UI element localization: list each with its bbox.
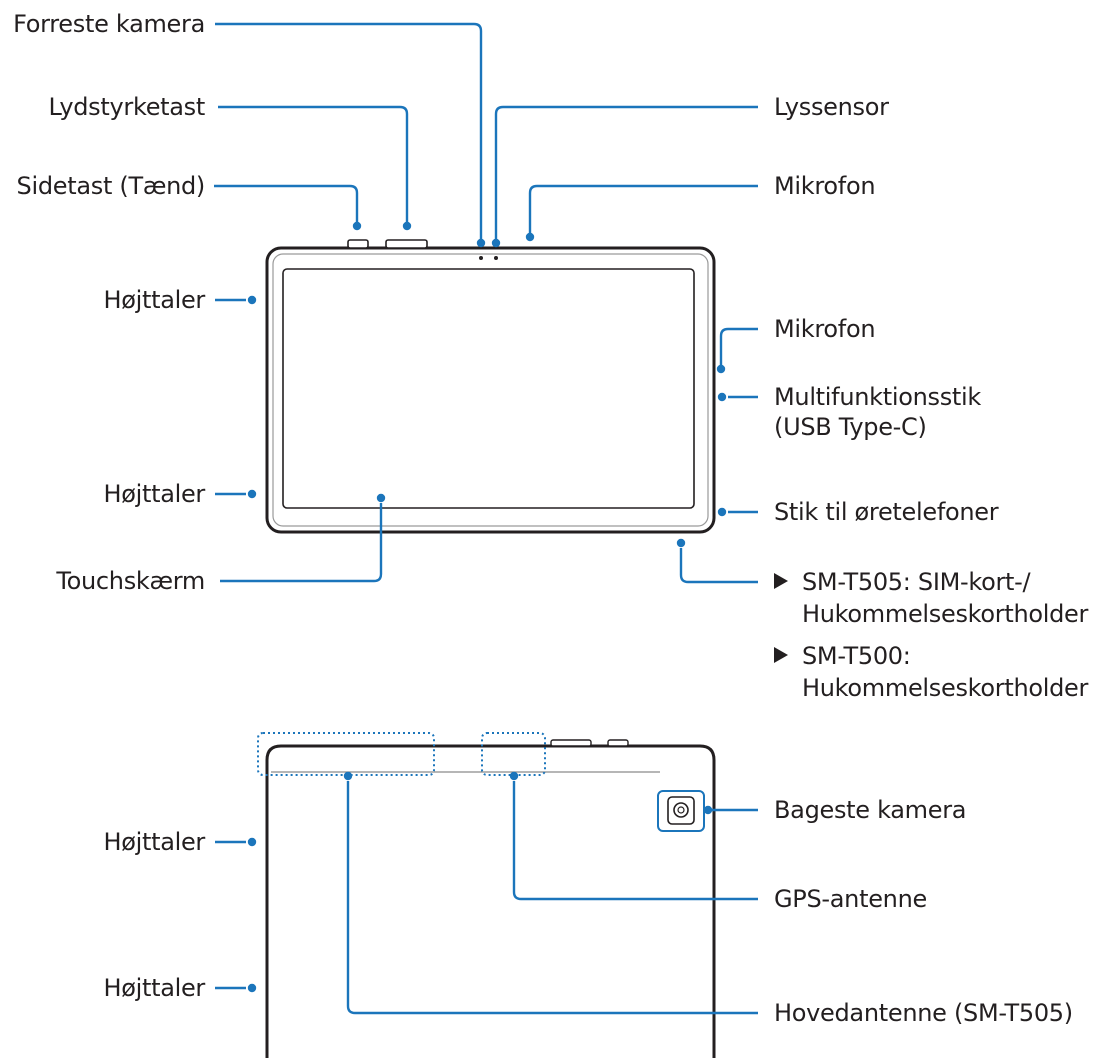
label-mikrofon-top: Mikrofon <box>774 172 876 200</box>
callout-forreste-kamera <box>215 22 483 242</box>
callout-mikrofon-side <box>719 327 758 365</box>
rear-camera-lens-inner <box>677 806 685 814</box>
front-callouts <box>214 22 758 584</box>
front-camera-lens <box>479 256 483 260</box>
dot-multifunktion <box>717 392 727 402</box>
label-lydstyrketast: Lydstyrketast <box>48 93 205 121</box>
label-lyssensor: Lyssensor <box>774 93 889 121</box>
front-tablet-bezel <box>272 253 709 527</box>
dot-sim-holder <box>676 538 686 548</box>
callout-gps <box>512 781 758 901</box>
dot-lydstyrketast <box>402 221 412 231</box>
label-hovedantenne: Hovedantenne (SM-T505) <box>774 999 1073 1027</box>
callout-lyssensor <box>494 105 758 242</box>
sm-t500-text: SM-T500: <box>802 642 911 670</box>
dot-hojttaler-top <box>247 295 257 305</box>
dot-touchskaerm <box>376 493 386 503</box>
light-sensor-dot <box>494 256 498 260</box>
dot-sidetast <box>352 221 362 231</box>
label-forreste-kamera: Forreste kamera <box>13 10 205 38</box>
triangle-right-icon <box>774 647 788 663</box>
label-sm-t505-line2: Hukommelseskortholder <box>802 600 1089 628</box>
dot-mikrofon-top <box>525 232 535 242</box>
front-callout-dots <box>247 221 727 548</box>
back-tablet-body <box>265 744 716 1058</box>
label-hojttaler-front-bottom: Højttaler <box>103 480 205 508</box>
triangle-right-icon <box>774 573 788 589</box>
callout-sidetast <box>214 184 359 225</box>
callout-touchskaerm <box>220 503 383 583</box>
dot-back-hojttaler-bottom <box>247 983 257 993</box>
callout-hovedantenne <box>346 781 758 1015</box>
front-tablet <box>265 239 716 534</box>
front-screen <box>282 268 695 509</box>
callout-sim-holder <box>679 548 758 584</box>
back-volume-key <box>550 739 592 747</box>
label-hojttaler-back-top: Højttaler <box>103 828 205 856</box>
label-multifunktion-line2: (USB Type-C) <box>774 413 927 441</box>
label-gps-antenne: GPS-antenne <box>774 885 927 913</box>
side-key <box>347 239 369 249</box>
callout-lydstyrketast <box>218 105 409 225</box>
label-touchskaerm: Touchskærm <box>56 567 205 595</box>
dot-forreste-kamera <box>476 238 486 248</box>
label-stik: Stik til øretelefoner <box>774 498 999 526</box>
label-sm-t500-line1: SM-T500: <box>774 640 911 672</box>
dot-back-hojttaler-top <box>247 837 257 847</box>
label-sm-t500-line2: Hukommelseskortholder <box>802 674 1089 702</box>
front-tablet-body <box>265 246 716 534</box>
label-hojttaler-back-bottom: Højttaler <box>103 974 205 1002</box>
label-sm-t505-line1: SM-T505: SIM-kort-/ <box>774 566 1031 598</box>
volume-key <box>385 239 428 249</box>
dot-stik <box>717 507 727 517</box>
back-callouts <box>215 781 758 1015</box>
back-side-key <box>607 739 629 747</box>
dot-bageste-kamera <box>703 805 713 815</box>
dot-lyssensor <box>491 238 501 248</box>
label-hojttaler-front-top: Højttaler <box>103 286 205 314</box>
label-bageste-kamera: Bageste kamera <box>774 796 967 824</box>
label-mikrofon-side: Mikrofon <box>774 315 876 343</box>
back-callout-dots <box>247 771 713 993</box>
dot-hovedantenne <box>343 771 353 781</box>
back-tablet <box>257 732 716 1058</box>
label-multifunktion-line1: Multifunktionsstik <box>774 383 981 411</box>
dot-mikrofon-side <box>716 364 726 374</box>
dot-hojttaler-bottom <box>247 489 257 499</box>
label-sidetast: Sidetast (Tænd) <box>16 172 206 200</box>
rear-camera-lens <box>673 802 689 818</box>
sm-t505-text: SM-T505: SIM-kort-/ <box>802 568 1031 596</box>
callout-mikrofon-top <box>528 184 758 235</box>
dot-gps <box>509 771 519 781</box>
